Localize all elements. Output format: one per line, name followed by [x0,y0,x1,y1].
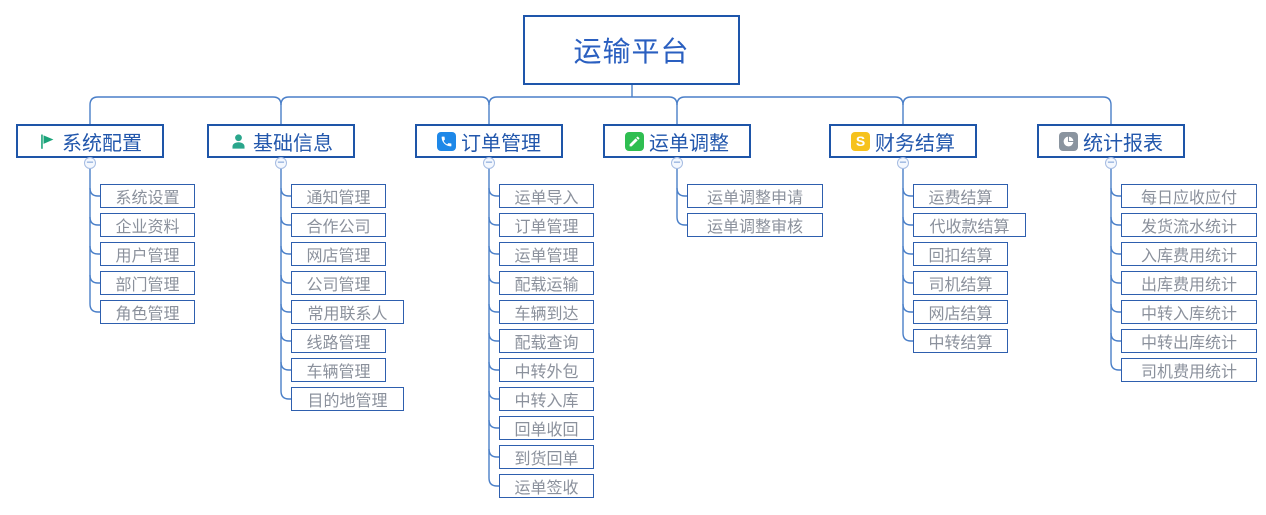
child-node[interactable]: 回扣结算 [913,242,1008,266]
branch-label: 运单调整 [649,130,729,155]
child-node[interactable]: 运单调整申请 [687,184,823,208]
pencil-icon [625,131,644,151]
branch-label: 基础信息 [253,130,333,155]
child-node[interactable]: 中转外包 [499,358,594,382]
collapse-toggle[interactable]: − [275,156,287,169]
root-label: 运输平台 [573,35,690,68]
collapse-toggle[interactable]: − [1105,156,1117,169]
collapse-toggle[interactable]: − [671,156,683,169]
branch5-connectors [902,168,913,342]
child-node[interactable]: 配载运输 [499,271,594,295]
child-node[interactable]: 回单收回 [499,416,594,440]
branch-node-basic-info[interactable]: 基础信息 [207,124,355,158]
child-node[interactable]: 车辆管理 [291,358,386,382]
branch4-connectors [676,168,687,226]
branch-label: 统计报表 [1083,130,1163,155]
child-node[interactable]: 代收款结算 [913,213,1026,237]
child-node[interactable]: 中转入库 [499,387,594,411]
branch-node-order-mgmt[interactable]: 订单管理 [415,124,563,158]
user-icon [229,132,248,151]
child-node[interactable]: 常用联系人 [291,300,404,324]
child-node[interactable]: 中转结算 [913,329,1008,353]
child-node[interactable]: 出库费用统计 [1121,271,1257,295]
branch-label: 订单管理 [461,130,541,155]
branch-node-system-config[interactable]: 系统配置 [16,124,164,158]
branch-node-finance[interactable]: S 财务结算 [829,124,977,158]
flag-icon [38,132,57,151]
root-node[interactable]: 运输平台 [523,15,740,85]
branch-node-waybill-adjust[interactable]: 运单调整 [603,124,751,158]
child-node[interactable]: 企业资料 [100,213,195,237]
child-node[interactable]: 中转入库统计 [1121,300,1257,324]
child-node[interactable]: 中转出库统计 [1121,329,1257,353]
child-node[interactable]: 公司管理 [291,271,386,295]
child-node[interactable]: 目的地管理 [291,387,404,411]
dollar-icon: S [851,131,870,151]
child-node[interactable]: 网店结算 [913,300,1008,324]
child-node[interactable]: 部门管理 [100,271,195,295]
child-node[interactable]: 司机费用统计 [1121,358,1257,382]
branch-label: 系统配置 [62,130,142,155]
child-node[interactable]: 每日应收应付 [1121,184,1257,208]
child-node[interactable]: 发货流水统计 [1121,213,1257,237]
child-node[interactable]: 运单调整审核 [687,213,823,237]
child-node[interactable]: 网店管理 [291,242,386,266]
child-node[interactable]: 配载查询 [499,329,594,353]
child-node[interactable]: 运单签收 [499,474,594,498]
collapse-toggle[interactable]: − [897,156,909,169]
child-node[interactable]: 到货回单 [499,445,594,469]
child-node[interactable]: 入库费用统计 [1121,242,1257,266]
child-node[interactable]: 运单管理 [499,242,594,266]
collapse-toggle[interactable]: − [84,156,96,169]
child-node[interactable]: 司机结算 [913,271,1008,295]
child-node[interactable]: 系统设置 [100,184,195,208]
branch-node-reports[interactable]: 统计报表 [1037,124,1185,158]
dollar-glyph: S [855,133,866,149]
child-node[interactable]: 角色管理 [100,300,195,324]
branch1-connectors [89,168,100,313]
branch-label: 财务结算 [875,130,955,155]
child-node[interactable]: 订单管理 [499,213,594,237]
branch3-connectors [488,168,499,487]
branch6-connectors [1110,168,1121,371]
child-node[interactable]: 用户管理 [100,242,195,266]
branch2-connectors [280,168,291,400]
child-node[interactable]: 运费结算 [913,184,1008,208]
child-node[interactable]: 合作公司 [291,213,386,237]
child-node[interactable]: 车辆到达 [499,300,594,324]
spine-connectors [89,85,1112,124]
pie-chart-icon [1059,131,1078,151]
child-node[interactable]: 运单导入 [499,184,594,208]
phone-icon [437,131,456,151]
child-node[interactable]: 线路管理 [291,329,386,353]
collapse-toggle[interactable]: − [483,156,495,169]
child-node[interactable]: 通知管理 [291,184,386,208]
